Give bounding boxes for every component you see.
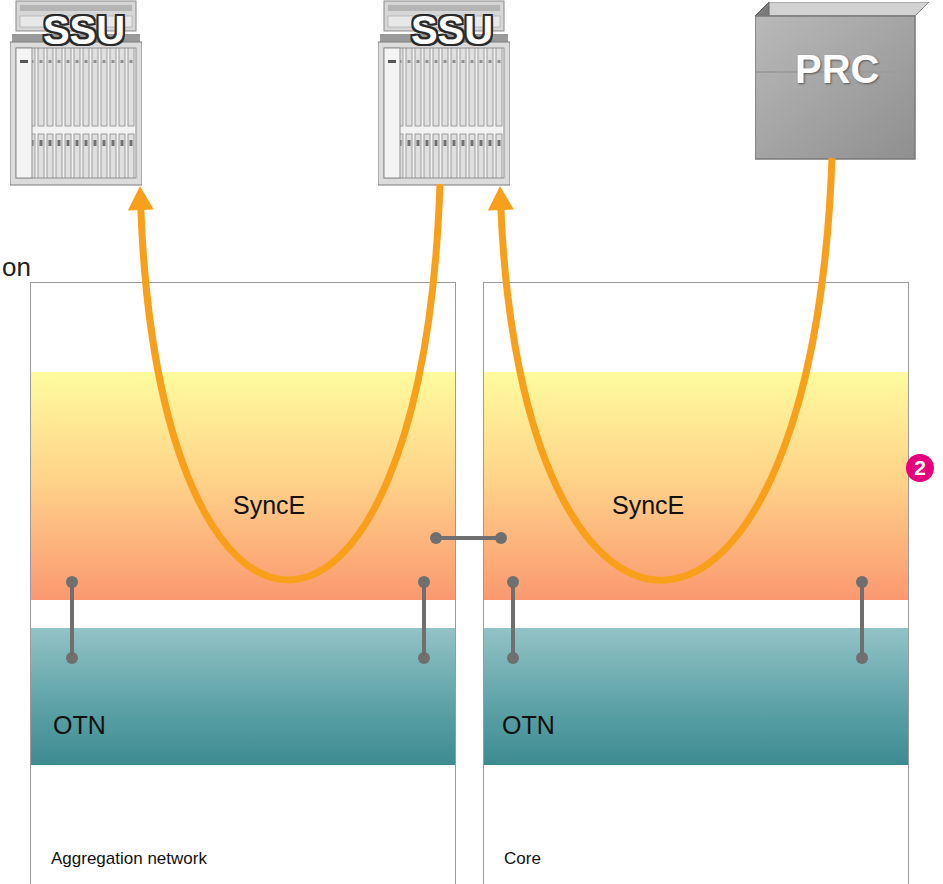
link-line (422, 582, 426, 658)
link-dot (856, 652, 868, 664)
caption-fragment: on (2, 252, 31, 282)
otn-layer-band: OTN (484, 628, 908, 765)
ssu-clock: SSU (378, 0, 526, 186)
region-label: Core (504, 849, 541, 869)
device-label: SSU (10, 8, 158, 52)
arrowhead (128, 186, 154, 210)
link-dot (66, 652, 78, 664)
link-dot (856, 576, 868, 588)
network-region: Aggregation network SyncE OTN (30, 282, 456, 884)
region-label: Aggregation network (51, 849, 207, 869)
synce-layer-band: SyncE (484, 372, 908, 600)
device-label: PRC (795, 46, 879, 92)
link-dot (66, 576, 78, 588)
layer-label: OTN (502, 710, 555, 740)
sync-flow-curve (501, 158, 832, 580)
otn-layer-band: OTN (31, 628, 455, 765)
link-dot (507, 652, 519, 664)
layer-link (430, 532, 507, 544)
link-line (511, 582, 515, 658)
layer-link (418, 576, 430, 664)
link-dot (507, 576, 519, 588)
layer-label: OTN (53, 710, 106, 740)
link-dot (418, 576, 430, 588)
arrowhead (488, 186, 514, 210)
synce-layer-band: SyncE (31, 372, 455, 600)
link-dot (430, 532, 442, 544)
link-line (436, 536, 501, 540)
prc-clock: PRC (755, 2, 930, 160)
network-region: Core SyncE OTN (483, 282, 909, 884)
sync-flow-arrow (128, 184, 440, 580)
layer-link (507, 576, 519, 664)
link-dot (418, 652, 430, 664)
layer-label: SyncE (233, 490, 305, 520)
link-line (70, 582, 74, 658)
sync-flow-arrow (488, 158, 832, 580)
sync-flow-curve (141, 184, 440, 580)
layer-link (66, 576, 78, 664)
device-label: SSU (378, 8, 526, 52)
ssu-clock: SSU (10, 0, 158, 186)
layer-label: SyncE (612, 490, 684, 520)
link-dot (495, 532, 507, 544)
link-line (860, 582, 864, 658)
callout-number: 2 (906, 454, 934, 482)
layer-link (856, 576, 868, 664)
